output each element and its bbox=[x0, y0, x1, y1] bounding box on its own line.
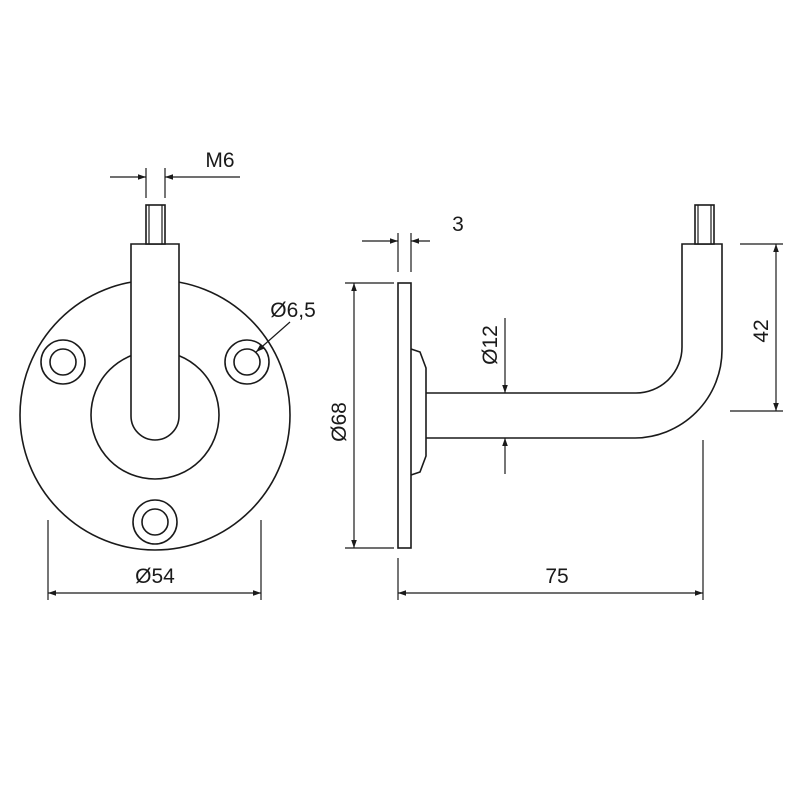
side-boss bbox=[410, 348, 427, 476]
front-bar bbox=[130, 243, 180, 441]
dim-hole-diameter: Ø6,5 bbox=[255, 299, 316, 353]
side-threaded-stud bbox=[694, 204, 715, 245]
dim-plate-54: Ø54 bbox=[47, 520, 262, 600]
label-plate-68: Ø68 bbox=[328, 402, 351, 442]
label-height-42: 42 bbox=[750, 319, 773, 342]
dim-thickness-3: 3 bbox=[362, 213, 464, 272]
dim-bar-12: Ø12 bbox=[479, 318, 508, 474]
mounting-hole-bottom bbox=[132, 499, 178, 545]
label-plate-54: Ø54 bbox=[135, 565, 175, 588]
label-projection-75: 75 bbox=[545, 565, 568, 588]
dim-m6: M6 bbox=[110, 149, 240, 198]
label-bar-12: Ø12 bbox=[479, 325, 502, 365]
dim-projection-75: 75 bbox=[397, 440, 704, 600]
mounting-hole-right bbox=[224, 339, 270, 385]
label-thickness-3: 3 bbox=[452, 213, 464, 236]
dim-height-42: 42 bbox=[730, 243, 783, 412]
mounting-hole-left bbox=[40, 339, 86, 385]
front-view: M6 Ø6,5 Ø54 bbox=[19, 149, 316, 600]
label-m6: M6 bbox=[205, 149, 234, 172]
side-bent-bar bbox=[426, 243, 723, 439]
side-base-plate bbox=[397, 282, 412, 549]
label-hole-diameter: Ø6,5 bbox=[270, 299, 316, 322]
dim-plate-68: Ø68 bbox=[328, 282, 394, 549]
front-threaded-stud bbox=[145, 204, 166, 245]
side-view: 3 Ø12 Ø68 42 7 bbox=[328, 204, 783, 600]
